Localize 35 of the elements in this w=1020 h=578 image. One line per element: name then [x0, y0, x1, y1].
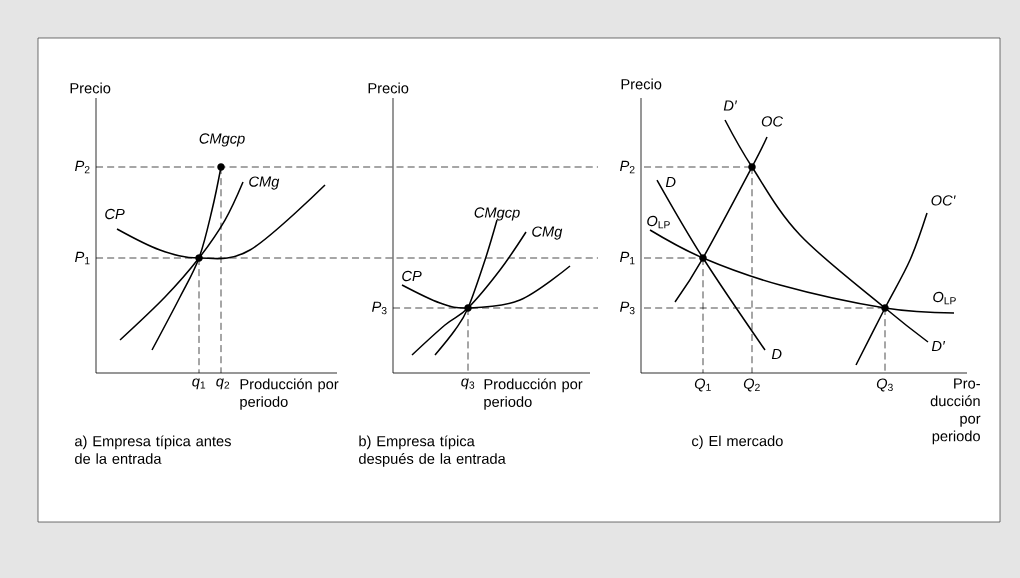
curve-label: O$_{LP}$	[933, 291, 956, 305]
axis-title: Precio	[621, 78, 662, 90]
curve-label: D′	[931, 341, 946, 352]
curve-label: CP	[402, 270, 422, 282]
curve-label: D	[771, 348, 782, 360]
price-label: P$_{3}$	[620, 301, 635, 315]
axis-title: Producción por periodo	[240, 378, 339, 410]
quantity-label: Q$_{3}$	[876, 378, 893, 392]
price-label: P$_{1}$	[620, 251, 635, 265]
quantity-label: q$_{2}$	[216, 378, 230, 390]
price-label: P$_{2}$	[620, 160, 635, 174]
price-label: P$_{2}$	[75, 160, 90, 174]
axis-title: Precio	[70, 82, 111, 94]
curve-label: CMg	[532, 226, 563, 240]
panel-caption: a) Empresa típica antes de la entrada	[75, 435, 231, 464]
curve-label: O$_{LP}$	[647, 215, 670, 229]
curve-label: CP	[105, 208, 125, 220]
price-label: P$_{3}$	[372, 301, 387, 315]
curve-label: OC	[761, 116, 784, 127]
curve-label: CMgcp	[199, 133, 245, 147]
curve-label: D	[665, 176, 676, 188]
panel-caption: b) Empresa típica después de la entrada	[359, 435, 506, 467]
quantity-label: q$_{1}$	[192, 378, 206, 390]
axis-title: Producción por periodo	[484, 378, 583, 410]
curve-label: CMg	[249, 176, 280, 190]
quantity-label: Q$_{2}$	[743, 378, 760, 392]
axis-title: Precio	[368, 82, 409, 94]
curve-label: D′	[723, 100, 738, 111]
panel-caption: c) El mercado	[692, 435, 783, 450]
price-label: P$_{1}$	[75, 251, 90, 265]
axis-title: Pro- ducción por periodo	[930, 378, 981, 445]
curve-label: CMgcp	[474, 207, 520, 221]
quantity-label: Q$_{1}$	[694, 378, 711, 392]
curve-label: OC′	[931, 195, 956, 206]
quantity-label: q$_{3}$	[461, 378, 475, 390]
